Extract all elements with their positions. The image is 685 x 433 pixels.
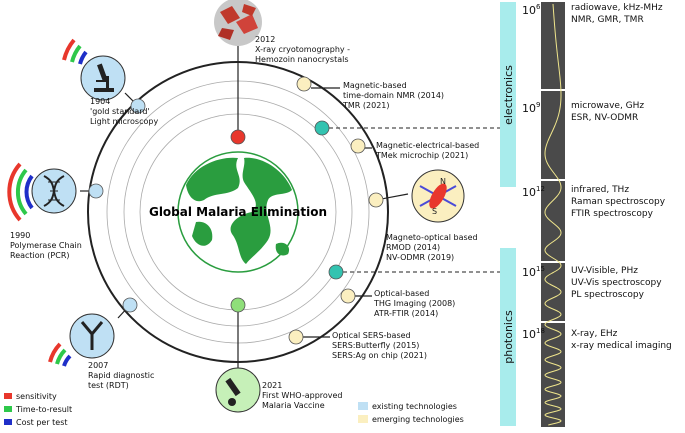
- node-2012: [230, 129, 246, 145]
- legend-emerging-label: emerging technologies: [372, 415, 464, 424]
- legend-criteria: sensitivity Time-to-result Cost per test: [4, 392, 72, 427]
- tech-magnetic-l3: TMR (2021): [342, 101, 390, 110]
- node-2007: [122, 297, 138, 313]
- spectrum-row-0: 106 radiowave, kHz-MHz NMR, GMR, TMR: [522, 3, 663, 25]
- spectrum-label-2: NMR, GMR, TMR: [571, 15, 644, 25]
- milestone-2007-year: 2007: [88, 361, 108, 370]
- spectrum-wave: [544, 3, 562, 426]
- spectrum-label-1: microwave, GHz: [571, 101, 644, 111]
- legend-existing-swatch: [358, 402, 368, 410]
- tech-sers-l2: SERS:Butterfly (2015): [332, 341, 419, 350]
- freq-base: 1018: [522, 327, 545, 341]
- north-pole-label: N: [440, 177, 446, 186]
- milestone-2007-line1: Rapid diagnostic: [88, 371, 154, 380]
- spectrum-row-1: 109 microwave, GHz ESR, NV-ODMR: [522, 101, 644, 123]
- tech-optical-l3: ATR-FTIR (2014): [374, 309, 438, 318]
- node-optical: [340, 288, 356, 304]
- spectrum-label-1: X-ray, EHz: [571, 329, 618, 339]
- spectrum-label-2: Raman spectroscopy: [571, 197, 666, 207]
- tech-optical-l1: Optical-based: [374, 289, 429, 298]
- tech-optical-l2: THG Imaging (2008): [373, 299, 455, 308]
- milestone-1904-line1: 'gold standard': [90, 107, 150, 116]
- node-1904: [130, 98, 146, 114]
- spectrum-label-3: FTIR spectroscopy: [571, 209, 654, 219]
- legend-cost-swatch: [4, 419, 12, 425]
- freq-base: 1015: [522, 265, 545, 279]
- tech-magnetic-electrical-l2: TMek microchip (2021): [375, 151, 468, 160]
- milestone-1990-year: 1990: [10, 231, 30, 240]
- spectrum-label-2: ESR, NV-ODMR: [571, 113, 638, 123]
- freq-base: 1012: [522, 185, 545, 199]
- spectrum-label-2: x-ray medical imaging: [571, 341, 672, 351]
- dashed-lines: [322, 127, 500, 273]
- freq-base: 106: [522, 3, 541, 17]
- tech-magneto-optical-l3: NV-ODMR (2019): [386, 253, 454, 262]
- milestone-2021-line1: First WHO-approved: [262, 391, 343, 400]
- tech-magnetic-l1: Magnetic-based: [343, 81, 407, 90]
- tech-magnetic-electrical-l1: Magnetic-electrical-based: [376, 141, 479, 150]
- milestone-1990-line2: Reaction (PCR): [10, 251, 70, 260]
- tech-sers-l3: SERS:Ag on chip (2021): [332, 351, 427, 360]
- tech-magneto-optical-l1: Magneto-optical based: [386, 233, 478, 242]
- spectrum-label-2: UV-Vis spectroscopy: [571, 278, 662, 288]
- milestone-2012-year: 2012: [255, 35, 275, 44]
- antibody-icon: [48, 313, 115, 367]
- south-pole-label: S: [432, 207, 437, 216]
- spectrum-row-4: 1018 X-ray, EHz x-ray medical imaging: [522, 327, 672, 351]
- magneto-optical-icon: N S: [411, 169, 465, 223]
- tech-magneto-optical-l2: RMOD (2014): [386, 243, 440, 252]
- milestone-2012-line1: X-ray cryotomography -: [255, 45, 350, 54]
- node-2021: [230, 297, 246, 313]
- spectrum-label-1: radiowave, kHz-MHz: [571, 3, 663, 13]
- spectrum-label-1: UV-Visible, PHz: [571, 266, 638, 276]
- hemozoin-crystal-icon: [214, 0, 262, 46]
- milestone-1990-line1: Polymerase Chain: [10, 241, 82, 250]
- photonics-band: [500, 248, 516, 426]
- legend-cost-label: Cost per test: [16, 418, 68, 427]
- node-teal-photonics: [328, 264, 344, 280]
- electronics-band: [500, 2, 516, 187]
- node-magnetic-electrical: [350, 138, 366, 154]
- node-magnetic: [296, 76, 312, 92]
- milestone-2021-line2: Malaria Vaccine: [262, 401, 325, 410]
- photonics-label: photonics: [502, 310, 515, 364]
- tech-sers-l1: Optical SERS-based: [332, 331, 411, 340]
- vaccine-icon: [215, 367, 261, 413]
- legend-technologies: existing technologies emerging technolog…: [358, 402, 464, 424]
- milestone-2007-line2: test (RDT): [88, 381, 129, 390]
- node-1990: [88, 183, 104, 199]
- legend-sensitivity-swatch: [4, 393, 12, 399]
- node-magnetic-electrical-teal: [314, 120, 330, 136]
- globe-icon: [177, 151, 299, 273]
- freq-base: 109: [522, 101, 540, 115]
- spectrum-label-1: infrared, THz: [571, 185, 629, 195]
- orbit-nodes: [88, 76, 384, 345]
- milestone-1904-line2: Light microscopy: [90, 117, 158, 126]
- microscope-icon: [62, 38, 126, 101]
- spectrum-row-3: 1015 UV-Visible, PHz UV-Vis spectroscopy…: [522, 265, 662, 300]
- electronics-label: electronics: [502, 65, 515, 125]
- center-title: Global Malaria Elimination: [149, 205, 327, 219]
- spectrum-row-2: 1012 infrared, THz Raman spectroscopy FT…: [522, 185, 666, 219]
- legend-time-label: Time-to-result: [15, 405, 72, 414]
- legend-time-swatch: [4, 406, 12, 412]
- milestone-1904-year: 1904: [90, 97, 110, 106]
- node-magneto-optical: [368, 192, 384, 208]
- milestone-2021-year: 2021: [262, 381, 282, 390]
- node-sers: [288, 329, 304, 345]
- milestone-2012-line2: Hemozoin nanocrystals: [255, 55, 349, 64]
- legend-existing-label: existing technologies: [372, 402, 457, 411]
- tech-magnetic-l2: time-domain NMR (2014): [343, 91, 444, 100]
- spectrum-label-3: PL spectroscopy: [571, 290, 645, 300]
- spectrum-dividers: [541, 89, 565, 323]
- dna-icon: [7, 162, 77, 222]
- legend-sensitivity-label: sensitivity: [16, 392, 57, 401]
- legend-emerging-swatch: [358, 415, 368, 423]
